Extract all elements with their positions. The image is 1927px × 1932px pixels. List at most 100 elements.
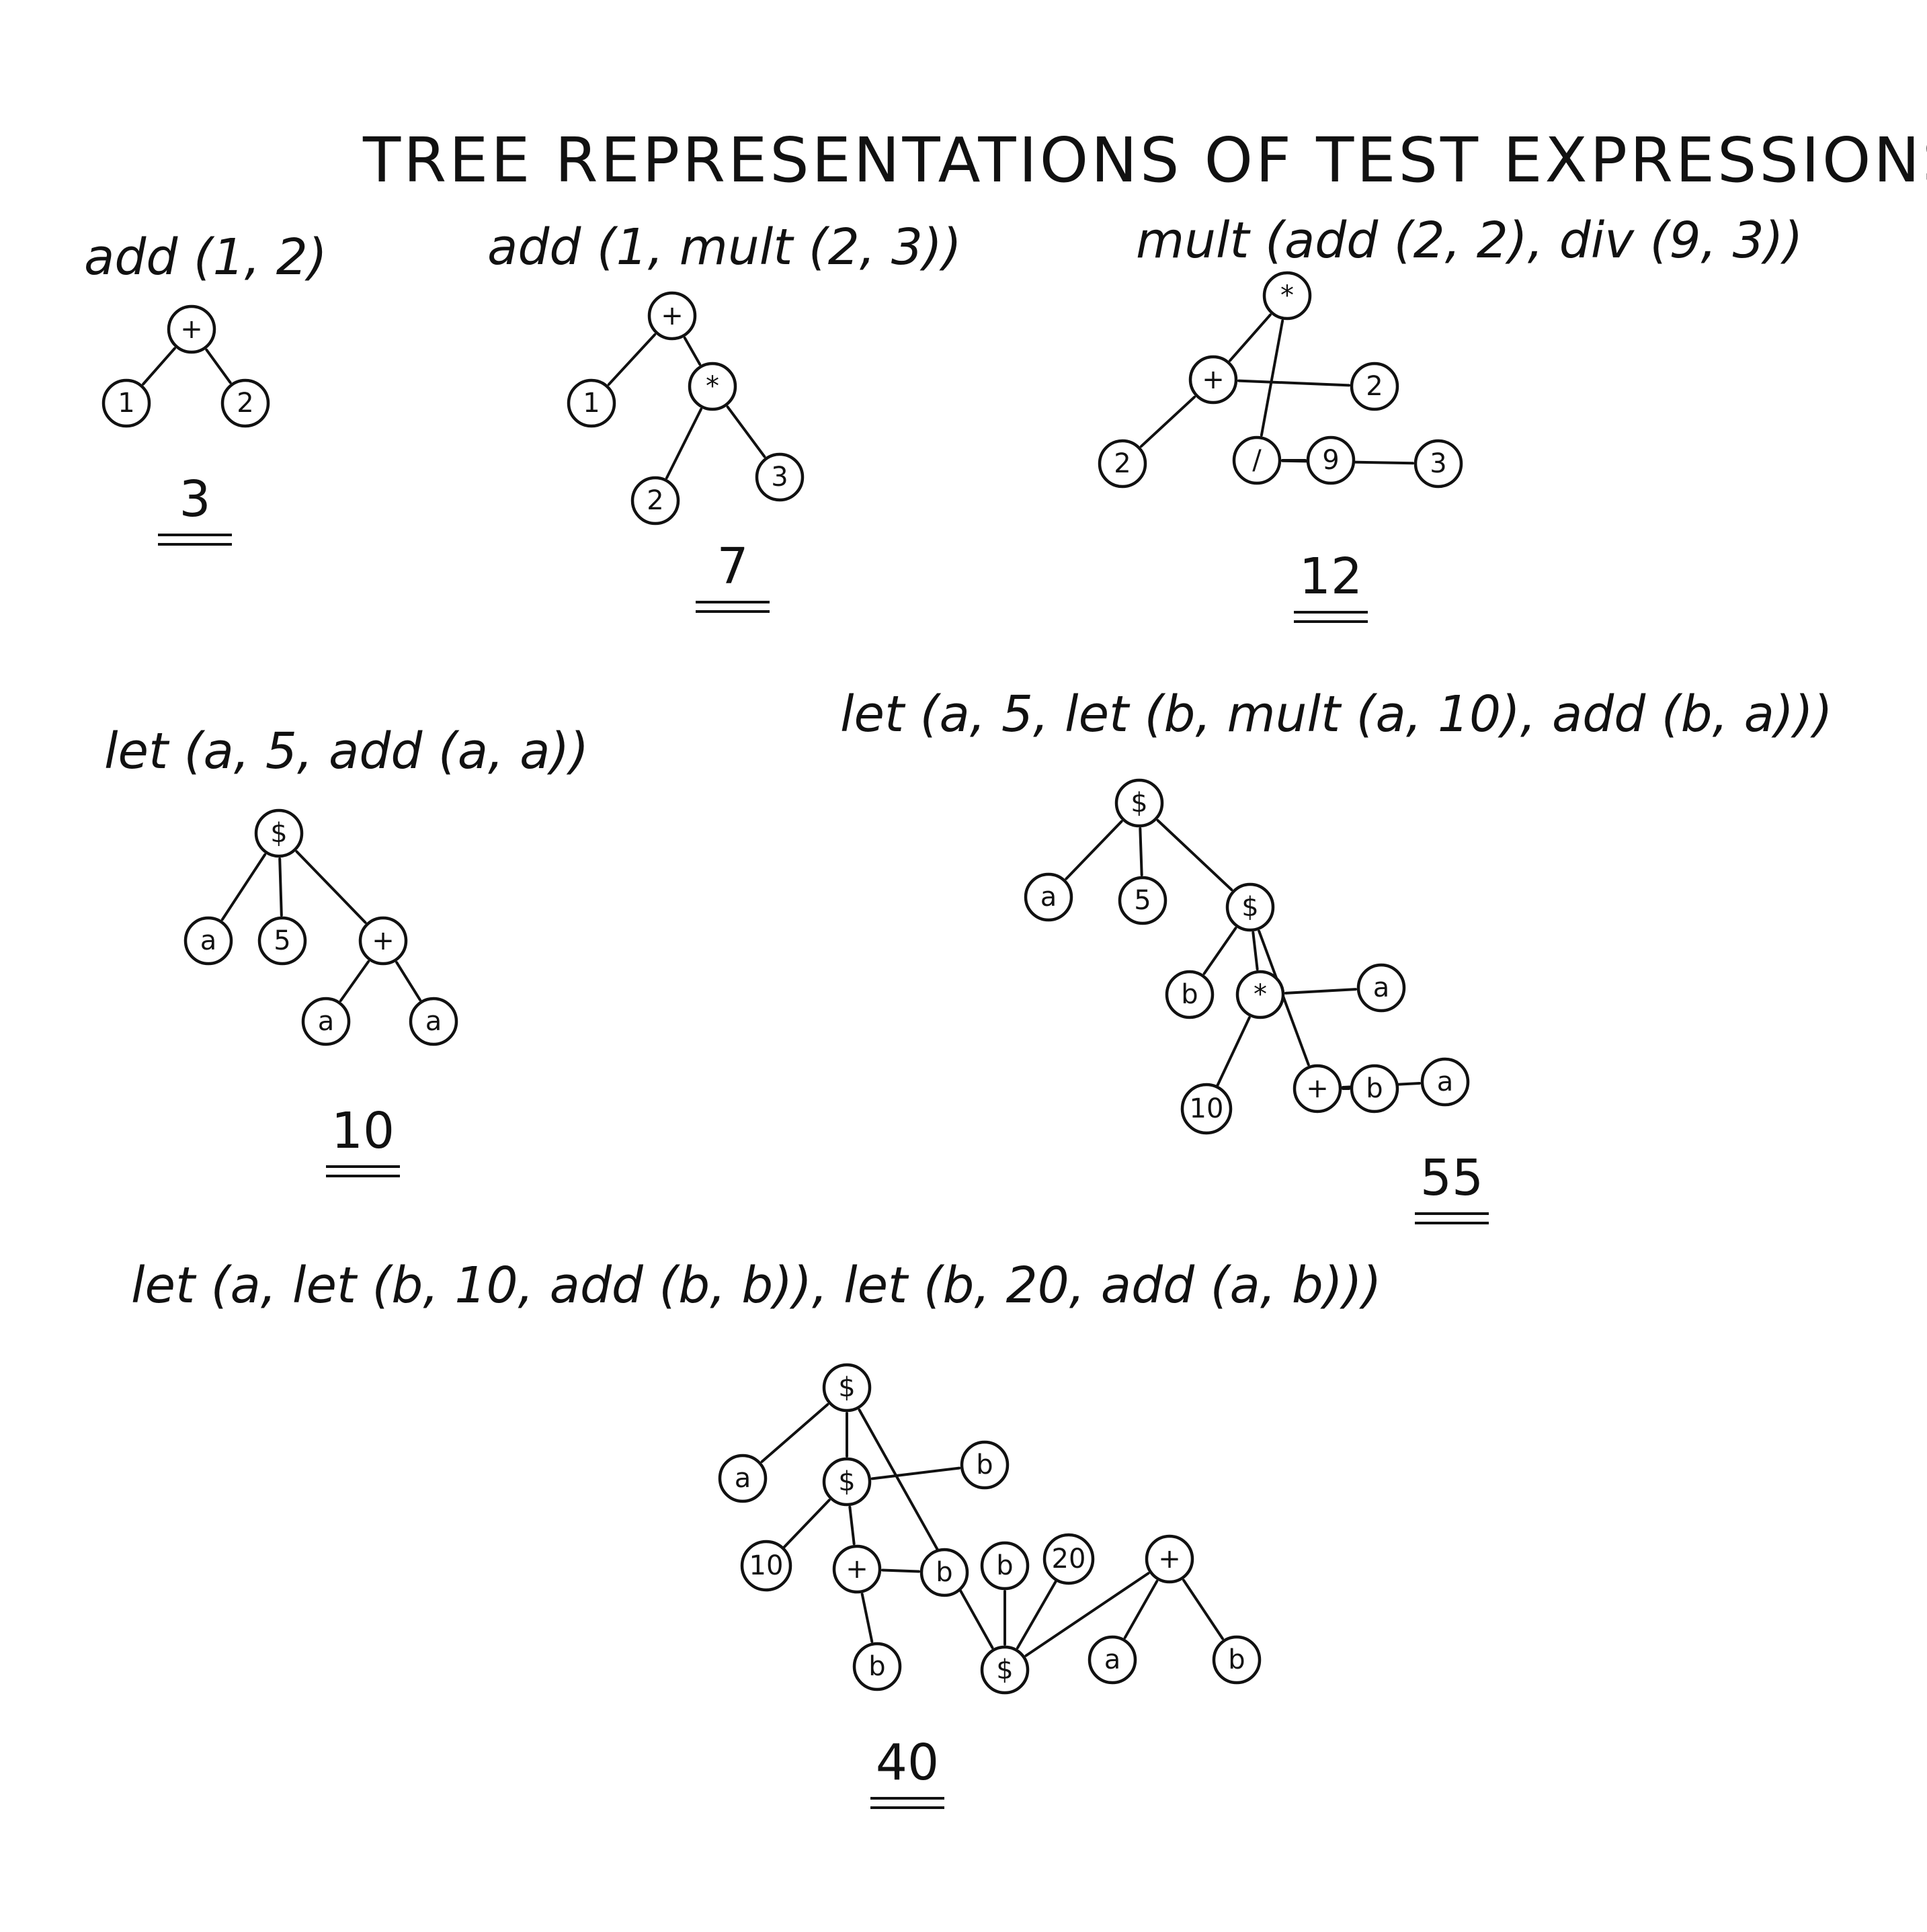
node-circle — [358, 916, 408, 966]
node-circle — [1088, 1635, 1137, 1685]
node-label: / — [1252, 445, 1262, 476]
double-underline — [158, 534, 232, 546]
node-label: $ — [996, 1654, 1013, 1685]
tree-edge — [1016, 1579, 1058, 1650]
node-circle — [822, 1457, 872, 1507]
node-label: 2 — [647, 485, 663, 516]
operator-node-let: $ — [1114, 778, 1164, 828]
leaf-node-b: b — [1165, 970, 1215, 1019]
double-underline — [1415, 1212, 1489, 1224]
tree-edge — [1156, 819, 1233, 891]
node-circle — [257, 916, 307, 966]
tree-edge — [1216, 1016, 1251, 1087]
node-label: 3 — [1430, 448, 1446, 479]
leaf-node-b: b — [919, 1548, 969, 1597]
leaf-node-a: a — [183, 916, 233, 966]
leaf-node-a: a — [1420, 1057, 1470, 1107]
node-circle — [1350, 1064, 1399, 1114]
operator-node-plus: + — [1293, 1064, 1342, 1114]
node-circle — [1420, 1057, 1470, 1107]
leaf-node-a: a — [1088, 1635, 1137, 1685]
node-circle — [1180, 1083, 1233, 1135]
double-underline — [1294, 611, 1368, 623]
node-label: a — [318, 1006, 335, 1037]
result-value: 12 — [1299, 548, 1363, 605]
node-circle — [822, 1363, 872, 1413]
node-circle — [1235, 970, 1285, 1019]
tree-edge — [1237, 379, 1351, 387]
expression-5: let (a, 5, let (b, mult (a, 10), add (b,… — [840, 685, 1833, 743]
tree-edge — [880, 1568, 921, 1573]
node-circle — [220, 378, 270, 428]
node-label: * — [1254, 979, 1267, 1010]
node-label: b — [936, 1557, 952, 1588]
node-label: a — [1104, 1644, 1121, 1675]
operator-node-divide: / — [1232, 435, 1282, 485]
node-circle — [1262, 271, 1312, 321]
leaf-node-2: 2 — [630, 476, 680, 526]
tree-edge — [1182, 1579, 1224, 1640]
tree-edge — [782, 1499, 831, 1549]
node-circle — [718, 1454, 768, 1503]
operator-node-let: $ — [254, 808, 304, 858]
leaf-node-a: a — [1356, 963, 1406, 1013]
result-2: 7 — [665, 538, 800, 613]
leaf-node-3: 3 — [1413, 439, 1463, 489]
node-label: a — [1437, 1066, 1454, 1097]
leaf-node-b: b — [1350, 1064, 1399, 1114]
operator-node-plus: + — [647, 291, 697, 341]
operator-node-plus: + — [832, 1544, 882, 1594]
leaf-node-9: 9 — [1306, 435, 1356, 485]
leaf-node-a: a — [1024, 872, 1073, 922]
tree-edge — [1123, 1580, 1159, 1639]
result-5: 55 — [1385, 1149, 1519, 1224]
node-label: b — [1181, 979, 1198, 1010]
node-circle — [1188, 355, 1238, 405]
operator-node-plus: + — [167, 304, 216, 354]
tree-edge — [683, 336, 702, 366]
leaf-node-2: 2 — [1098, 439, 1147, 489]
node-label: $ — [1241, 892, 1258, 923]
tree-edges — [142, 313, 1422, 1657]
double-underline — [870, 1797, 944, 1809]
node-circle — [1145, 1534, 1194, 1584]
node-circle — [1225, 882, 1275, 932]
expression-1: add (1, 2) — [84, 228, 327, 286]
page-title: TREE REPRESENTATIONS OF TEST EXPRESSIONS — [363, 124, 1927, 196]
node-circle — [960, 1440, 1010, 1490]
tree-edge — [1065, 820, 1123, 880]
tree-edge — [220, 853, 267, 921]
node-label: + — [1202, 364, 1225, 395]
tree-edge — [1229, 313, 1272, 362]
node-label: 3 — [771, 462, 788, 493]
expression-3: mult (add (2, 2), div (9, 3)) — [1136, 212, 1803, 269]
leaf-node-10: 10 — [1180, 1083, 1233, 1135]
tree-edge — [142, 347, 176, 386]
node-circle — [688, 362, 737, 411]
tree-edge — [395, 961, 421, 1001]
node-circle — [852, 1642, 902, 1691]
tree-edge — [278, 857, 283, 917]
node-label: + — [661, 300, 684, 331]
double-underline — [696, 601, 770, 613]
leaf-node-1: 1 — [567, 378, 616, 428]
node-circle — [167, 304, 216, 354]
leaf-node-a: a — [409, 997, 458, 1046]
node-label: 1 — [583, 388, 600, 419]
operator-node-plus: + — [1188, 355, 1238, 405]
node-circle — [755, 452, 805, 502]
leaf-node-20: 20 — [1042, 1533, 1095, 1585]
result-value: 55 — [1420, 1149, 1484, 1207]
node-circle — [1165, 970, 1215, 1019]
leaf-node-5: 5 — [1118, 876, 1167, 925]
tree-edge — [1202, 927, 1237, 975]
node-circle — [919, 1548, 969, 1597]
tree-edge — [607, 333, 657, 386]
node-label: + — [180, 314, 203, 345]
node-label: a — [735, 1463, 751, 1494]
node-label: a — [200, 925, 217, 956]
node-circle — [740, 1540, 792, 1592]
node-circle — [980, 1645, 1030, 1695]
result-4: 10 — [296, 1102, 430, 1177]
